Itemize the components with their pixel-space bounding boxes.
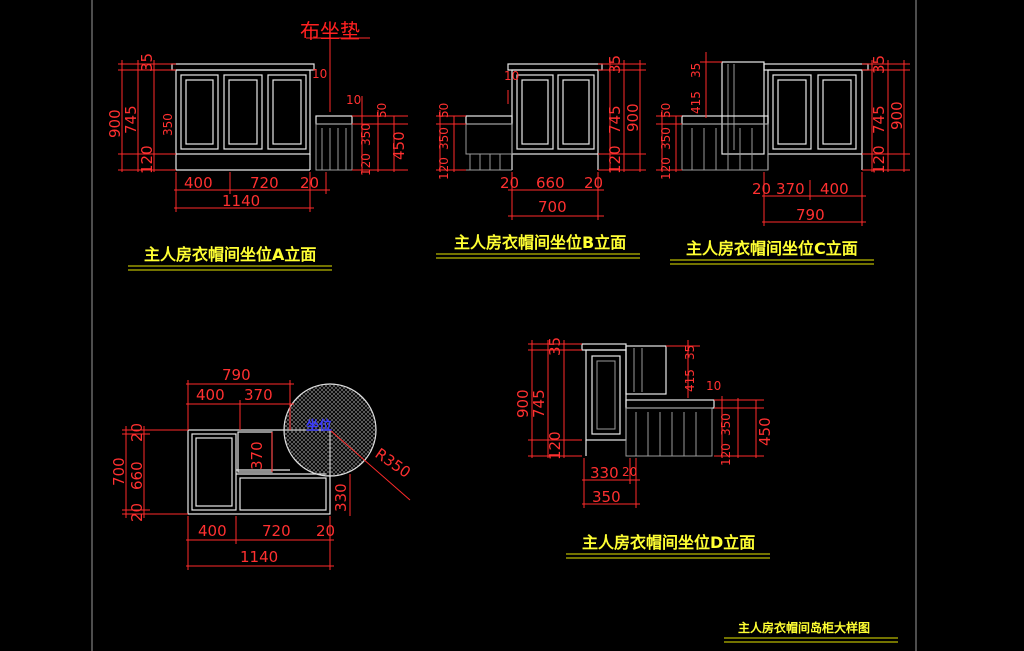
dim-plan-bottom-total: 1140 (240, 548, 278, 566)
dim-b-right-2: 900 (624, 103, 642, 132)
elevation-b-dimension-lines (436, 60, 646, 220)
dim-b-right-0: 35 (606, 55, 624, 74)
dim-plan-inner: 370 (248, 441, 266, 470)
dim-c-right-1: 745 (870, 105, 888, 134)
elevation-a-title: 主人房衣帽间坐位A立面 (144, 245, 316, 264)
dim-plan-top-total: 790 (222, 366, 251, 384)
dim-plan-bottom-1: 720 (262, 522, 291, 540)
dim-d-right-0: 415 (683, 369, 697, 392)
dim-plan-left-2: 20 (128, 503, 146, 522)
elevation-c-title: 主人房衣帽间坐位C立面 (686, 239, 858, 258)
dim-b-right-1: 745 (606, 105, 624, 134)
dim-b-right-3: 120 (606, 145, 624, 174)
dim-plan-left-total: 700 (110, 457, 128, 486)
dim-b-bottom-0: 20 (500, 174, 519, 192)
elevation-a-dimension-lines (118, 37, 408, 212)
elevation-d-title: 主人房衣帽间坐位D立面 (582, 533, 755, 552)
dim-d-left-3: 120 (546, 431, 564, 460)
dim-a-left-2: 35 (138, 53, 156, 72)
dim-c-left-0: 120 (659, 157, 673, 180)
dim-plan-top-1: 370 (244, 386, 273, 404)
dim-a-left-4: 350 (161, 113, 175, 136)
dim-c-bottom-1: 370 (776, 180, 805, 198)
dim-d-bottom-1: 20 (622, 465, 637, 479)
dim-a-left-1: 745 (122, 105, 140, 134)
viewport-frame (91, 0, 917, 651)
cabinet-c-body (681, 61, 869, 171)
dim-b-left-0: 120 (437, 157, 451, 180)
dim-c-right-3: 120 (870, 145, 888, 174)
cabinet-b-body (465, 63, 603, 171)
dim-a-bottom-0: 400 (184, 174, 213, 192)
dim-a-left-0: 900 (106, 109, 124, 138)
dim-a-bottom-2: 20 (300, 174, 319, 192)
dim-b-left-1: 350 (437, 127, 451, 150)
dim-plan-bottom-0: 400 (198, 522, 227, 540)
dim-d-right-2: 10 (706, 379, 721, 393)
plan-radius-label: R350 (372, 445, 414, 482)
dim-c-left-1: 350 (659, 127, 673, 150)
cabinet-a-body (171, 63, 353, 171)
dim-a-right-4: 350 (359, 123, 373, 146)
elevation-d-dimension-lines (528, 340, 764, 508)
dim-b-right-4: 10 (504, 69, 519, 83)
dim-c-left-4: 35 (689, 63, 703, 78)
dim-a-right-0: 10 (312, 67, 327, 81)
drawing-title-block: 主人房衣帽间岛柜大样图 (724, 620, 898, 643)
elevation-c-dimension-lines (656, 52, 910, 226)
plan-dimension-lines (122, 380, 351, 570)
plan-seat-circle (283, 383, 411, 501)
dim-c-bottom-0: 20 (752, 180, 771, 198)
dim-b-bottom-1: 660 (536, 174, 565, 192)
dim-plan-top-0: 400 (196, 386, 225, 404)
dim-b-bottom-2: 20 (584, 174, 603, 192)
dim-a-right-1: 10 (346, 93, 361, 107)
dim-d-left-1: 745 (530, 389, 548, 418)
elevation-d: 900 745 35 120 415 35 10 120 350 450 330… (514, 337, 774, 559)
elevation-b-title: 主人房衣帽间坐位B立面 (454, 233, 626, 252)
dim-a-bottom-1: 720 (250, 174, 279, 192)
note-cushion-label: 布坐垫 (300, 19, 360, 43)
plan-seat-label: 坐位 (306, 418, 332, 434)
dim-a-right-2: 450 (390, 131, 408, 160)
elevation-b: 120 350 50 35 745 900 120 10 20 660 20 7… (436, 55, 646, 259)
dim-a-right-3: 120 (359, 153, 373, 176)
dim-plan-right: 330 (332, 483, 350, 512)
dim-a-total: 1140 (222, 192, 260, 210)
dim-d-left-0: 900 (514, 389, 532, 418)
dim-d-right-4: 350 (719, 413, 733, 436)
dim-d-right-5: 450 (756, 417, 774, 446)
dim-d-total: 350 (592, 488, 621, 506)
dim-c-left-2: 50 (659, 103, 673, 118)
elevation-a: 布坐垫 900 745 35 120 350 10 10 450 120 350… (106, 19, 408, 271)
dim-plan-left-1: 660 (128, 461, 146, 490)
dim-plan-bottom-2: 20 (316, 522, 335, 540)
dim-c-right-2: 900 (888, 101, 906, 130)
dim-c-total: 790 (796, 206, 825, 224)
dim-a-left-3: 120 (138, 145, 156, 174)
dim-d-bottom-0: 330 (590, 464, 619, 482)
dim-d-left-2: 35 (546, 337, 564, 356)
cabinet-d-body (581, 343, 715, 457)
elevation-c: 120 350 50 415 35 35 745 900 120 20 370 … (656, 52, 910, 265)
dim-plan-left-0: 20 (128, 423, 146, 442)
plan-view: 坐位 R350 790 400 370 700 20 660 20 370 33… (110, 366, 414, 570)
dim-d-right-3: 120 (719, 443, 733, 466)
dim-c-bottom-2: 400 (820, 180, 849, 198)
dim-a-right-5: 50 (375, 103, 389, 118)
dim-c-left-3: 415 (689, 91, 703, 114)
drawing-title: 主人房衣帽间岛柜大样图 (738, 620, 870, 635)
dim-b-left-2: 50 (437, 103, 451, 118)
dim-c-right-0: 35 (870, 55, 888, 74)
dim-d-right-1: 35 (683, 345, 697, 360)
dim-b-total: 700 (538, 198, 567, 216)
